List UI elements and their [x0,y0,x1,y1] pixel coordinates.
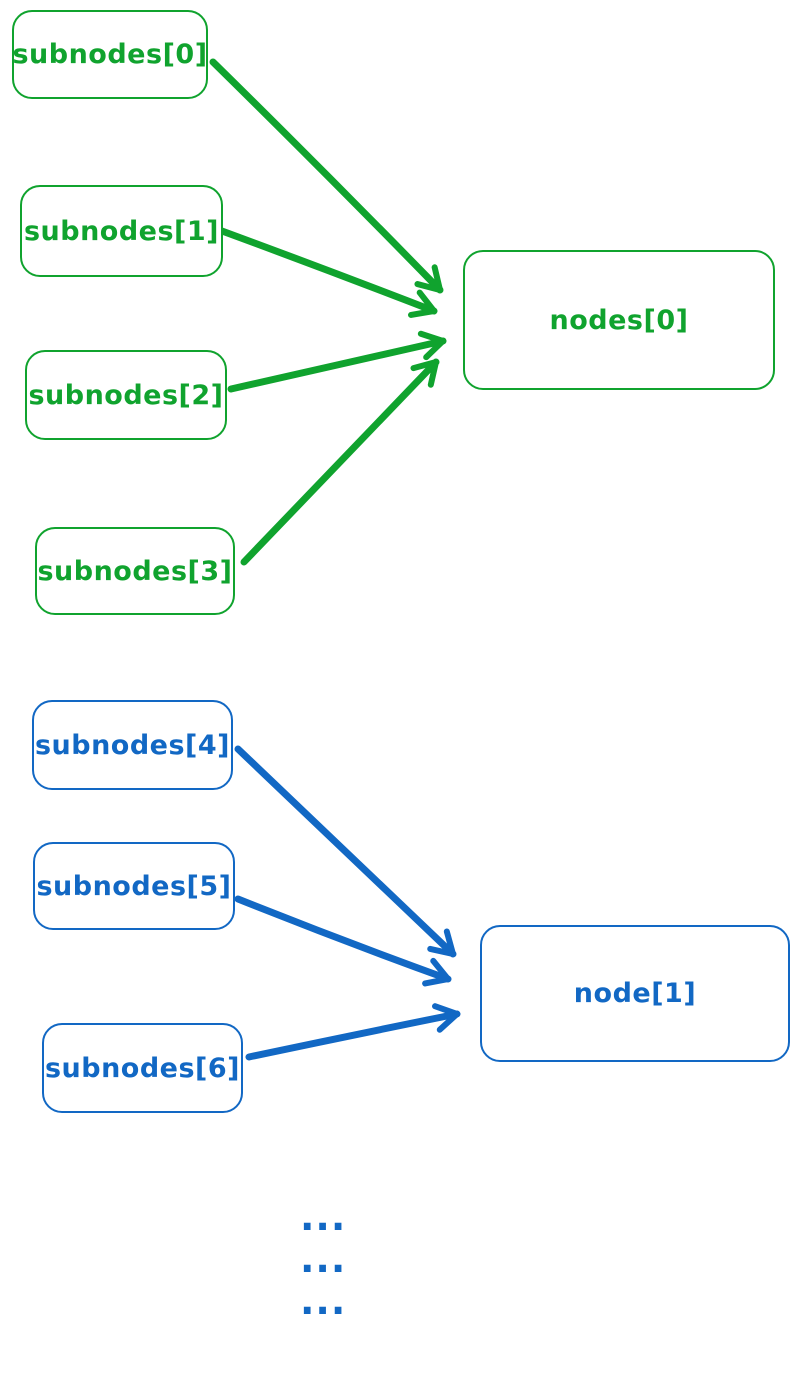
node-subnodes-5: subnodes[5] [33,842,235,930]
node-node-1-label: node[1] [573,978,697,1009]
node-subnodes-6-label: subnodes[6] [44,1052,241,1084]
node-subnodes-5-label: subnodes[5] [36,870,232,902]
node-subnodes-2: subnodes[2] [25,350,227,440]
arrow-subnodes0-to-nodes0 [209,58,444,294]
ellipsis-row: ... [300,1237,347,1281]
node-subnodes-1: subnodes[1] [20,185,223,277]
node-subnodes-3: subnodes[3] [35,527,235,615]
arrow-subnodes6-to-node1 [245,1003,461,1061]
arrow-subnodes5-to-node1 [234,895,452,987]
arrow-subnodes4-to-node1 [234,745,457,958]
ellipsis-row: ... [300,1195,347,1239]
arrow-subnodes2-to-nodes0 [227,330,447,393]
node-subnodes-1-label: subnodes[1] [23,215,220,247]
node-subnodes-0: subnodes[0] [12,10,208,99]
arrow-subnodes1-to-nodes0 [218,227,438,318]
continuation-ellipsis: ... ... ... [300,1196,346,1322]
node-subnodes-4: subnodes[4] [32,700,233,790]
node-node-1: node[1] [480,925,790,1062]
node-subnodes-6: subnodes[6] [42,1023,243,1113]
node-subnodes-3-label: subnodes[3] [37,555,233,587]
node-subnodes-0-label: subnodes[0] [12,39,208,70]
node-subnodes-4-label: subnodes[4] [34,729,231,761]
node-nodes-0: nodes[0] [463,250,775,390]
node-nodes-0-label: nodes[0] [549,304,689,336]
ellipsis-row: ... [300,1279,347,1323]
arrow-subnodes3-to-nodes0 [240,358,440,566]
node-subnodes-2-label: subnodes[2] [28,379,224,411]
